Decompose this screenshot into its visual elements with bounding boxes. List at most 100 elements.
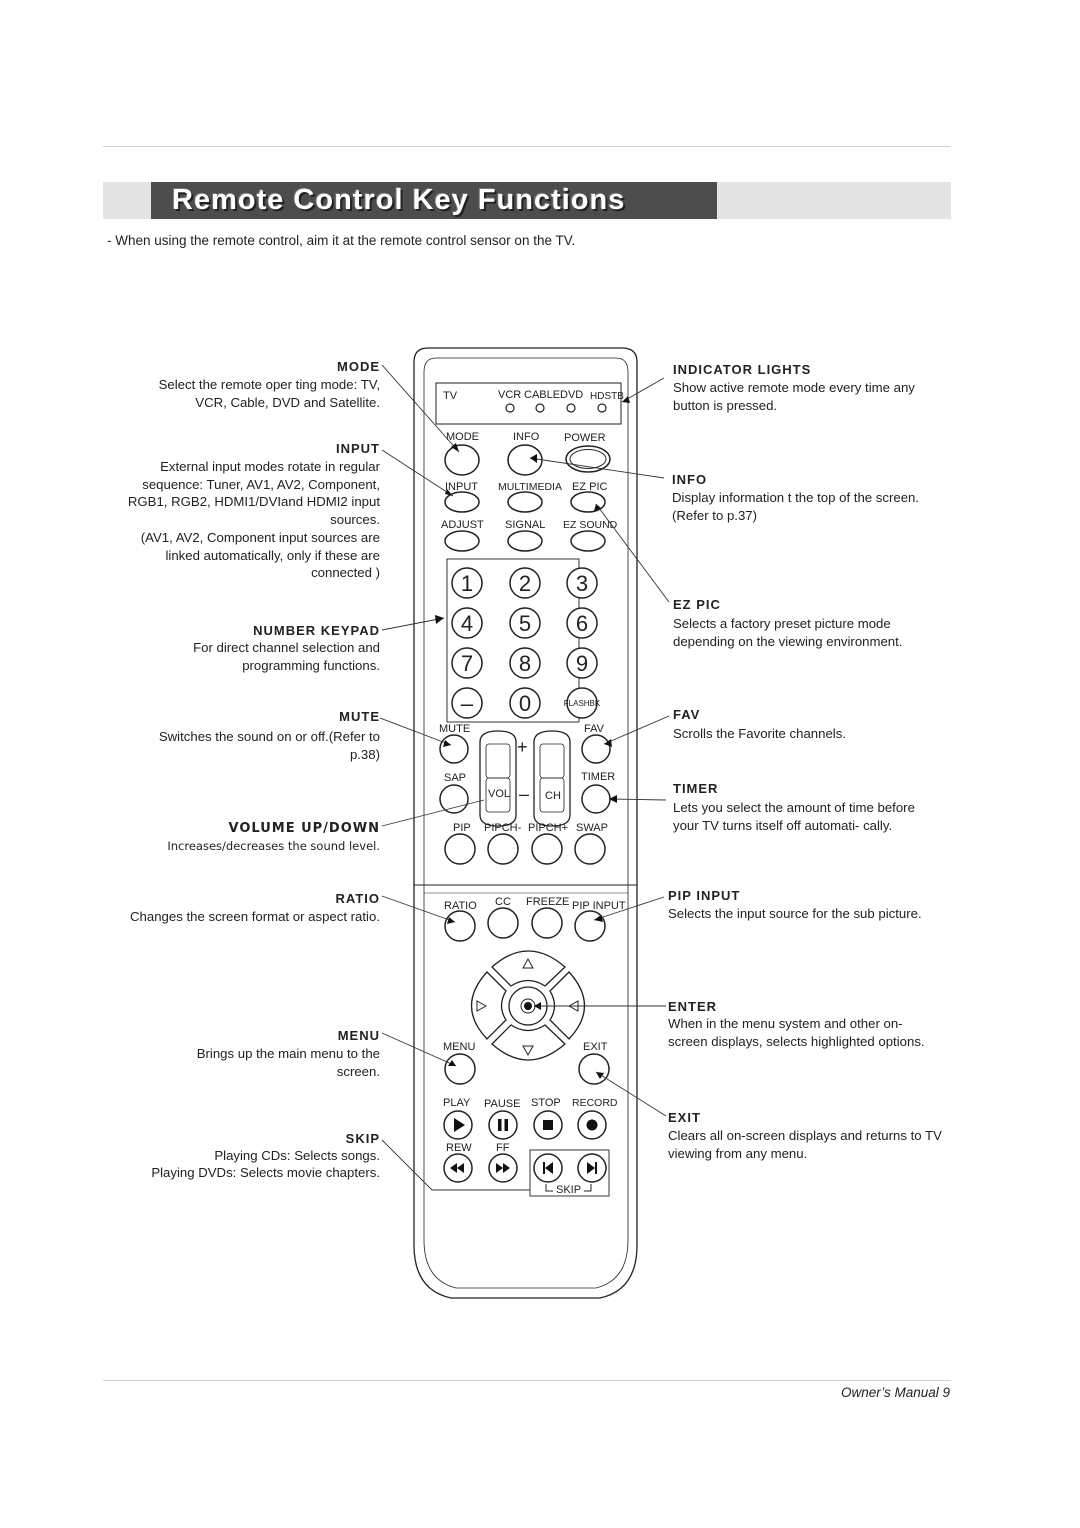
key-flashbk — [566, 687, 598, 719]
lbl-pipch-plus: PIPCH+ — [528, 822, 568, 834]
pause-icon — [498, 1119, 502, 1131]
leader-indicator — [621, 377, 665, 403]
lbl-power: POWER — [564, 432, 606, 444]
leader-timer — [608, 798, 667, 801]
title-box — [151, 182, 717, 219]
sap-button — [439, 784, 469, 814]
num-5: 5 — [519, 611, 531, 636]
lbl-mute: MUTE — [439, 723, 470, 735]
leader-input — [381, 449, 454, 497]
nav-down — [491, 1024, 566, 1061]
nav-down-icon — [522, 1045, 534, 1057]
lbl-mode: MODE — [446, 431, 479, 443]
callout-pip-input-desc: Selects the input source for the sub pic… — [668, 906, 922, 921]
lbl-vol: VOL — [488, 788, 510, 800]
num-0: 0 — [519, 691, 531, 716]
lbl-ch: CH — [545, 790, 561, 802]
callout-ratio-label: RATIO — [335, 891, 380, 906]
ff-icon — [496, 1163, 510, 1173]
leader-exit — [595, 1071, 667, 1117]
callout-ratio-desc: Changes the screen format or aspect rati… — [130, 909, 380, 924]
lbl-input: INPUT — [445, 481, 478, 493]
input-button — [444, 491, 480, 513]
callout-ez-pic-desc: Selects a factory preset picture mode de… — [673, 616, 903, 649]
signal-button — [507, 530, 543, 552]
footer-page-label: Owner’s Manual 9 — [840, 1385, 950, 1400]
pipch-plus-button — [531, 833, 563, 865]
ind-hdstb: HDSTB — [590, 391, 624, 402]
num-4: 4 — [461, 611, 473, 636]
callout-info-desc: Display information t the top of the scr… — [672, 490, 920, 523]
num-dash: – — [461, 691, 474, 716]
key-8 — [509, 647, 541, 679]
keypad-frame — [446, 558, 580, 723]
leader-info — [529, 457, 665, 479]
key-1 — [451, 567, 483, 599]
remote-body-inner — [423, 357, 629, 1289]
skip-forward-icon — [587, 1162, 597, 1174]
callout-ez-pic-label: EZ PIC — [673, 597, 721, 612]
lbl-play: PLAY — [443, 1097, 471, 1109]
key-2 — [509, 567, 541, 599]
leader-mode — [381, 364, 460, 453]
callout-pip-input-label: PIP INPUT — [668, 888, 741, 903]
key-6 — [566, 607, 598, 639]
led-vcr — [505, 403, 515, 413]
mode-button — [444, 444, 480, 476]
lbl-swap: SWAP — [576, 822, 608, 834]
key-9 — [566, 647, 598, 679]
remote-body — [413, 347, 638, 1299]
fav-button — [581, 734, 611, 764]
callout-input-desc: External input modes rotate in regular s… — [127, 459, 380, 527]
led-hdstb — [597, 403, 607, 413]
callout-mode-label: MODE — [337, 359, 380, 374]
lbl-ratio: RATIO — [444, 900, 477, 912]
key-4 — [451, 607, 483, 639]
num-6: 6 — [576, 611, 588, 636]
leader-menu — [381, 1032, 457, 1067]
num-1: 1 — [461, 571, 473, 596]
led-cable — [535, 403, 545, 413]
callout-menu-desc: Brings up the main menu to the screen. — [196, 1046, 380, 1079]
ratio-button — [444, 910, 476, 942]
num-9: 9 — [576, 651, 588, 676]
lbl-rew: REW — [446, 1142, 472, 1154]
lbl-menu: MENU — [443, 1041, 475, 1053]
nav-right — [549, 971, 586, 1040]
callout-info-label: INFO — [672, 472, 708, 487]
vol-rocker — [479, 730, 517, 827]
num-3: 3 — [576, 571, 588, 596]
lbl-ez-pic: EZ PIC — [572, 481, 608, 493]
lbl-ez-sound: EZ SOUND — [563, 519, 618, 531]
key-dash — [451, 687, 483, 719]
lbl-signal: SIGNAL — [505, 519, 545, 531]
ez-sound-button — [570, 530, 606, 552]
nav-left — [470, 971, 507, 1040]
callout-fav-label: FAV — [673, 707, 701, 722]
callout-enter-label: ENTER — [668, 999, 718, 1014]
exit-button — [578, 1053, 610, 1085]
indicator-panel — [435, 382, 622, 425]
pause-button — [488, 1110, 518, 1140]
callout-mute-desc: Switches the sound on or off.(Refer to p… — [158, 729, 380, 762]
leader-mute — [379, 717, 452, 746]
ch-rocker — [533, 730, 571, 827]
lbl-pipch-minus: PIPCH- — [484, 822, 522, 834]
lbl-adjust: ADJUST — [441, 519, 484, 531]
leader-ratio — [381, 895, 456, 923]
callout-enter-desc: When in the menu system and other on-scr… — [668, 1016, 925, 1049]
ind-vcr: VCR — [498, 389, 521, 401]
lbl-info: INFO — [513, 431, 540, 443]
callout-menu-label: MENU — [337, 1028, 380, 1043]
num-7: 7 — [461, 651, 473, 676]
num-8: 8 — [519, 651, 531, 676]
callout-timer-desc: Lets you select the amount of time befor… — [673, 800, 915, 833]
top-rule — [103, 146, 951, 147]
swap-button — [574, 833, 606, 865]
callout-exit-desc: Clears all on-screen displays and return… — [668, 1128, 942, 1161]
callout-mute-label: MUTE — [339, 709, 380, 724]
skip-back-icon — [543, 1162, 553, 1174]
lbl-timer: TIMER — [581, 771, 615, 783]
callout-volume-desc: Increases/decreases the sound level. — [167, 839, 380, 853]
callout-skip-label: SKIP — [345, 1131, 380, 1146]
